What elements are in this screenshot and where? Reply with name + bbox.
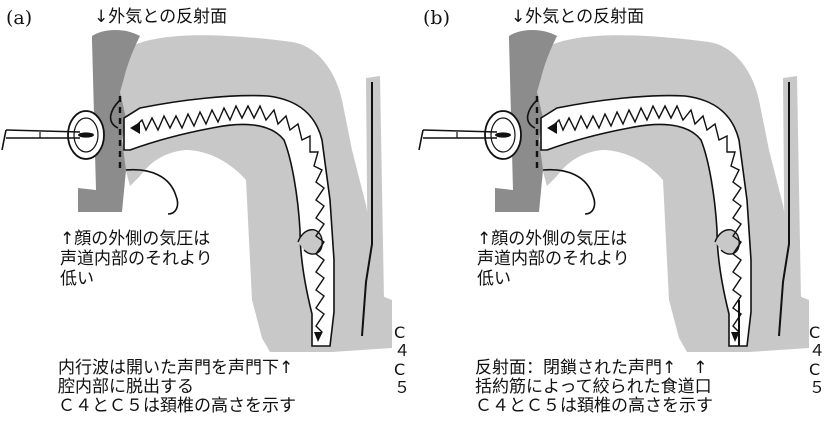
reflection-label: ↓外気との反射面 bbox=[94, 8, 227, 28]
caption-line: Ｃ４とＣ５は頚椎の高さを示す bbox=[475, 397, 713, 416]
pressure-note: ↑顔の外側の気圧は 声道内部のそれより 低い bbox=[477, 229, 630, 289]
pressure-note-line: 声道内部のそれより bbox=[60, 249, 213, 269]
pressure-note-line: 低い bbox=[477, 269, 630, 289]
pressure-note: ↑顔の外側の気圧は 声道内部のそれより 低い bbox=[60, 229, 213, 289]
caption: 内行波は開いた声門を声門下↑ 腔内部に脱出する Ｃ４とＣ５は頚椎の高さを示す bbox=[58, 359, 296, 416]
panel-label: (b) bbox=[423, 8, 450, 30]
pressure-note-line: ↑顔の外側の気圧は bbox=[477, 229, 630, 249]
vertebra-c4-label: C４ bbox=[394, 324, 417, 361]
vertebra-c4-label: C４ bbox=[809, 324, 834, 361]
tissue-light-region bbox=[118, 35, 392, 352]
caption-line: Ｃ４とＣ５は頚椎の高さを示す bbox=[58, 397, 296, 416]
panel-b: (b) ↓外気との反射面 ↑顔の外側の気圧は 声道内部のそれより 低い C４ C… bbox=[417, 0, 834, 423]
microphone-icon bbox=[419, 111, 521, 159]
caption-line: 括約筋によって絞られた食道口 bbox=[475, 378, 713, 397]
pressure-note-line: 声道内部のそれより bbox=[477, 249, 630, 269]
tissue-light-region bbox=[535, 35, 809, 352]
vertebrae-labels: C４ C５ bbox=[809, 324, 834, 398]
panel-a: (a) ↓外気との反射面 ↑顔の外側の気圧は 声道内部のそれより 低い C４ C… bbox=[0, 0, 417, 423]
vertebra-c5-label: C５ bbox=[394, 361, 417, 398]
vertebrae-labels: C４ C５ bbox=[394, 324, 417, 398]
caption-line: 内行波は開いた声門を声門下↑ bbox=[58, 359, 296, 378]
pressure-note-line: ↑顔の外側の気圧は bbox=[60, 229, 213, 249]
vertebra-c5-label: C５ bbox=[809, 361, 834, 398]
caption: 反射面：閉鎖された声門↑ ↑ 括約筋によって絞られた食道口 Ｃ４とＣ５は頚椎の高… bbox=[475, 359, 713, 416]
microphone-icon bbox=[2, 111, 104, 159]
pressure-note-line: 低い bbox=[60, 269, 213, 289]
reflection-label: ↓外気との反射面 bbox=[511, 8, 644, 28]
panel-label: (a) bbox=[6, 8, 32, 30]
caption-line: 反射面：閉鎖された声門↑ ↑ bbox=[475, 359, 713, 378]
caption-line: 腔内部に脱出する bbox=[58, 378, 296, 397]
